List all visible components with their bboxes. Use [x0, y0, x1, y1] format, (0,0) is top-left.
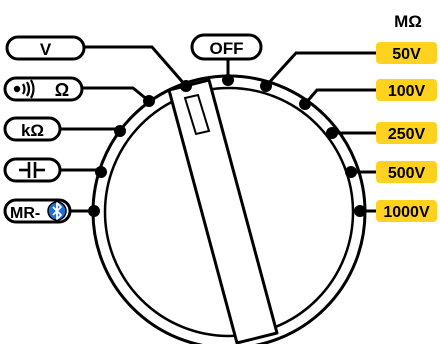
- leader-continuity: [82, 86, 150, 103]
- off-label: OFF: [210, 39, 244, 58]
- rotary-dial[interactable]: [91, 74, 367, 344]
- voltage-50v[interactable]: 50V: [376, 42, 437, 64]
- kohm-label-box: [3, 116, 62, 142]
- voltage-1000v[interactable]: 1000V: [376, 200, 437, 222]
- leader-lines: [60, 45, 376, 213]
- leader-v: [84, 45, 188, 87]
- voltage-250v[interactable]: 250V: [376, 122, 437, 144]
- leader-50v: [264, 51, 376, 88]
- voltage-50v-box: [376, 42, 437, 64]
- v-label: V: [40, 40, 52, 59]
- kohm-label: kΩ: [21, 121, 44, 140]
- mr-position[interactable]: MR-: [3, 198, 72, 224]
- unit-label: MΩ: [394, 12, 422, 31]
- dial-pointer[interactable]: [167, 78, 279, 344]
- capacitor-icon: [19, 162, 45, 178]
- capacitance-position[interactable]: [3, 157, 62, 183]
- continuity-label-box: [3, 76, 84, 102]
- voltage-500v-label: 500V: [388, 165, 426, 182]
- continuity-position[interactable]: Ω: [3, 76, 84, 102]
- voltage-1000v-label: 1000V: [383, 204, 430, 221]
- continuity-omega-label: Ω: [55, 80, 69, 100]
- off-position[interactable]: OFF: [190, 33, 263, 61]
- dot-capacitance: [95, 166, 107, 178]
- kohm-position[interactable]: kΩ: [3, 116, 62, 142]
- voltage-1000v-box: [376, 200, 437, 222]
- voltage-250v-box: [376, 122, 437, 144]
- bluetooth-icon: [47, 201, 67, 221]
- off-label-box: [190, 33, 263, 61]
- v-position[interactable]: V: [5, 35, 86, 61]
- voltage-500v-box: [376, 161, 437, 183]
- leader-100v: [303, 88, 376, 105]
- dot-kohm: [114, 125, 126, 137]
- voltage-500v[interactable]: 500V: [376, 161, 437, 183]
- capacitance-label-box: [3, 157, 62, 183]
- voltage-100v[interactable]: 100V: [376, 79, 437, 101]
- v-label-box: [5, 35, 86, 61]
- mr-label: MR-: [10, 205, 40, 222]
- continuity-icon: [13, 79, 35, 99]
- pointer-window: [183, 93, 211, 136]
- voltage-50v-label: 50V: [392, 46, 421, 63]
- voltage-100v-label: 100V: [388, 83, 426, 100]
- voltage-250v-label: 250V: [388, 126, 426, 143]
- voltage-100v-box: [376, 79, 437, 101]
